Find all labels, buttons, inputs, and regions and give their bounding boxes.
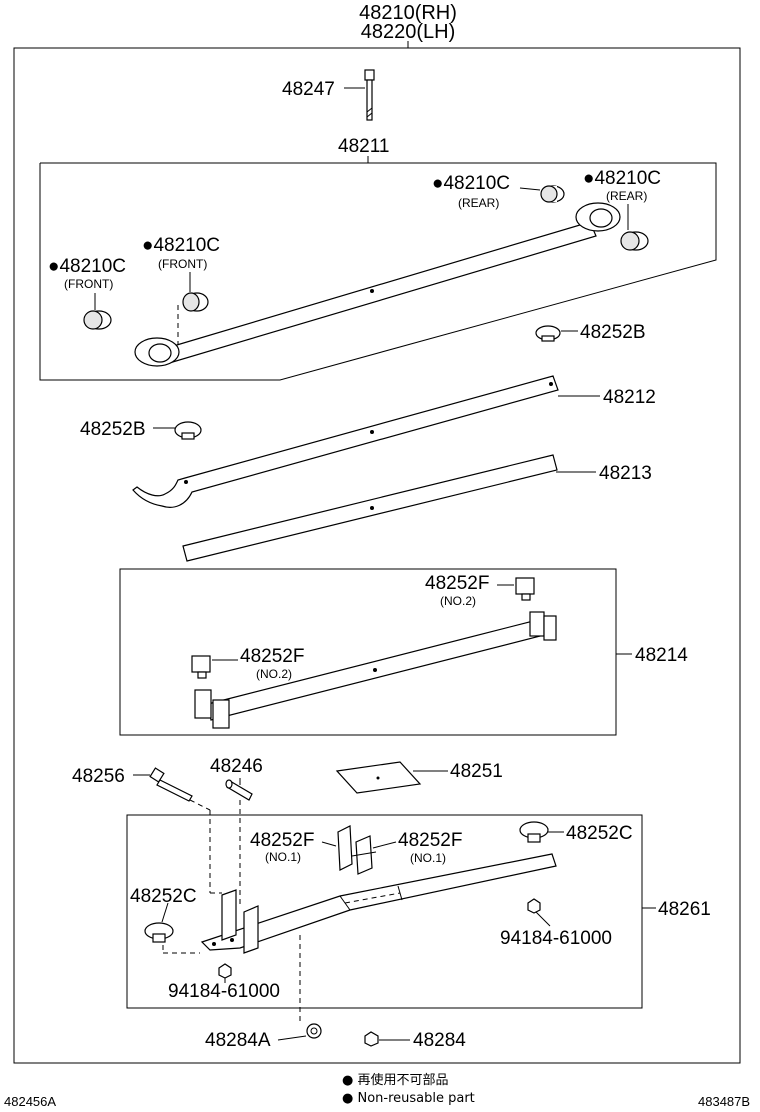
part-note-bushing-rear-1: (REAR) [458,196,499,210]
part-label-48252c-left[interactable]: 48252C [130,886,197,907]
part-note-bushing-front-2: (FRONT) [64,277,113,291]
part-label-48284[interactable]: 48284 [413,1030,466,1051]
part-label-bushing-front-1[interactable]: ●48210C [142,235,220,256]
part-label-48252f-no1-right[interactable]: 48252F [398,830,462,851]
part-note-48252f-no1-right: (NO.1) [410,851,446,865]
part-note-48252f-left: (NO.2) [256,667,292,681]
part-label-48213[interactable]: 48213 [599,463,652,484]
insert-48252b-left[interactable] [174,421,202,440]
part-label-48214[interactable]: 48214 [635,645,688,666]
main-leaf-48211[interactable] [134,202,621,367]
assembly-frame [13,47,741,1064]
part-note-bushing-rear-2: (REAR) [606,189,647,203]
part-label-48252b-left[interactable]: 48252B [80,419,146,440]
part-label-48212[interactable]: 48212 [603,387,656,408]
part-label-bushing-rear-1[interactable]: ●48210C [432,173,510,194]
nut-94184-left[interactable] [218,963,232,979]
insert-48252c-right[interactable] [519,821,549,843]
part-label-bushing-front-2[interactable]: ●48210C [48,256,126,277]
insert-48252c-left[interactable] [144,922,174,943]
nut-48284[interactable] [364,1031,379,1047]
part-label-48251[interactable]: 48251 [450,761,503,782]
part-label-94184-left[interactable]: 94184-61000 [168,981,280,1002]
part-note-48252f-no1-left: (NO.1) [265,850,301,864]
part-label-48247[interactable]: 48247 [282,79,335,100]
part-label-48261[interactable]: 48261 [658,899,711,920]
bushing-rear-2[interactable] [620,231,649,251]
leaf-48261[interactable] [200,853,557,954]
leaf-48213[interactable] [182,454,558,562]
nut-48284a[interactable] [306,1023,322,1039]
part-label-48256[interactable]: 48256 [72,766,125,787]
bushing-front-2[interactable] [83,310,112,330]
part-note-bushing-front-1: (FRONT) [158,257,207,271]
part-label-48252c-right[interactable]: 48252C [566,823,633,844]
clip-48252f-no2-left[interactable] [191,655,211,679]
part-label-48252f-no1-left[interactable]: 48252F [250,830,314,851]
part-label-48252f-left[interactable]: 48252F [240,646,304,667]
part-label-48284a[interactable]: 48284A [205,1030,271,1051]
pad-48251[interactable] [335,761,422,794]
bushing-rear-1[interactable] [540,185,565,203]
non-reusable-note-jp: ● 再使用不可部品 [342,1072,448,1088]
assembly-number-lh[interactable]: 48220(LH) [361,21,456,43]
non-reusable-note-en: ● Non-reusable part [342,1091,475,1106]
bushing-front-1[interactable] [182,292,209,312]
leaf-48261-group-frame [126,814,643,1009]
part-note-48252f-top: (NO.2) [440,594,476,608]
part-label-94184-right[interactable]: 94184-61000 [500,928,612,949]
leaf-48212[interactable] [132,375,559,508]
insert-48252b-right[interactable] [535,325,561,342]
part-label-48246[interactable]: 48246 [210,756,263,777]
part-label-48211[interactable]: 48211 [338,136,389,157]
bolt-48256[interactable] [149,767,193,802]
part-label-48252b-right[interactable]: 48252B [580,322,646,343]
clip-48252f-no1-left[interactable] [337,825,353,871]
diagram-code-left: 482456A [4,1094,56,1109]
center-bolt-48247[interactable] [364,69,375,121]
leaf-48211-group-frame [39,162,717,381]
leaf-48214-group-frame [119,568,617,736]
clip-48252f-no1-right[interactable] [351,835,377,875]
leaf-48214[interactable] [194,611,557,729]
diagram-code-right: 483487B [698,1094,750,1109]
assembly-number-rh[interactable]: 48210(RH) [359,2,457,24]
part-label-bushing-rear-2[interactable]: ●48210C [583,168,661,189]
nut-94184-right[interactable] [527,898,541,914]
pin-48246[interactable] [225,779,253,801]
clip-48252f-no2-top[interactable] [515,577,535,601]
part-label-48252f-top[interactable]: 48252F [425,573,489,594]
